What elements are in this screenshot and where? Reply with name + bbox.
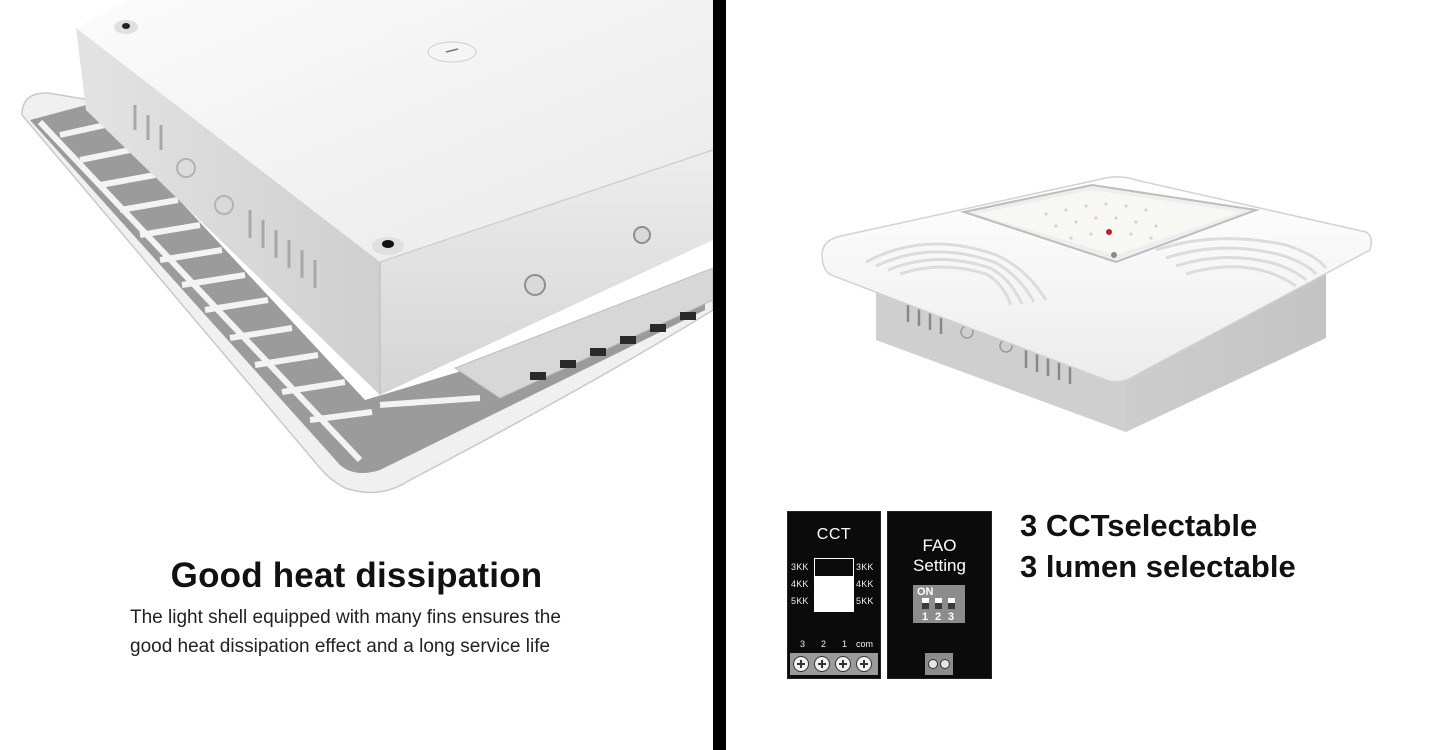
cct-left-label: 4KK <box>791 579 809 589</box>
cct-right-label: 3KK <box>856 562 874 572</box>
dip-number: 2 <box>935 611 942 623</box>
dip-switch: ON 1 2 3 <box>913 585 965 623</box>
right-panel: 3 CCTselectable 3 lumen selectable CCT 3… <box>726 0 1440 750</box>
dip-slot <box>922 598 929 609</box>
fixture-product-illustration <box>821 176 1373 432</box>
left-description-line-1: The light shell equipped with many fins … <box>130 607 561 628</box>
left-panel: Good heat dissipation The light shell eq… <box>0 0 713 750</box>
terminal-label: 2 <box>821 639 827 649</box>
cct-right-label: 4KK <box>856 579 874 589</box>
panel-divider <box>713 0 726 750</box>
left-description: The light shell equipped with many fins … <box>130 603 650 661</box>
screw-terminal-icon <box>835 656 851 672</box>
terminal-label: 3 <box>800 639 806 649</box>
cct-left-label: 5KK <box>791 596 809 606</box>
screw-terminal-icon <box>928 659 938 669</box>
right-heading-line-2: 3 lumen selectable <box>1020 549 1296 584</box>
cct-left-label: 3KK <box>791 562 809 572</box>
screw-terminal-icon <box>940 659 950 669</box>
fao-title-line-2: Setting <box>913 556 966 575</box>
screw-terminal-icon <box>793 656 809 672</box>
right-heading-line-1: 3 CCTselectable <box>1020 508 1258 543</box>
dip-slot <box>935 598 942 609</box>
fixture-closeup-illustration <box>21 0 713 494</box>
fao-title-line-1: FAO <box>922 536 957 555</box>
screw-terminal-icon <box>856 656 872 672</box>
fao-title: FAO Setting <box>888 536 991 576</box>
cct-right-label: 5KK <box>856 596 874 606</box>
left-heading: Good heat dissipation <box>170 556 543 595</box>
fao-setting-card: FAO Setting ON 1 2 3 <box>887 511 992 679</box>
screw-terminal-icon <box>814 656 830 672</box>
terminal-label: 1 <box>842 639 848 649</box>
cct-selector-switch <box>814 558 854 612</box>
terminal-label: com <box>856 639 874 649</box>
cct-card: CCT 3KK 4KK 5KK 3KK 4KK 5KK 3 2 1 com <box>787 511 881 679</box>
terminal-block <box>790 653 878 675</box>
fao-terminal-block <box>925 653 953 675</box>
dip-number: 3 <box>948 611 955 623</box>
dip-on-label: ON <box>917 586 934 598</box>
left-description-line-2: good heat dissipation effect and a long … <box>130 636 551 657</box>
dip-slot <box>948 598 955 609</box>
cct-title: CCT <box>816 526 852 543</box>
right-heading: 3 CCTselectable 3 lumen selectable <box>1020 505 1296 587</box>
dip-number: 1 <box>922 611 929 623</box>
